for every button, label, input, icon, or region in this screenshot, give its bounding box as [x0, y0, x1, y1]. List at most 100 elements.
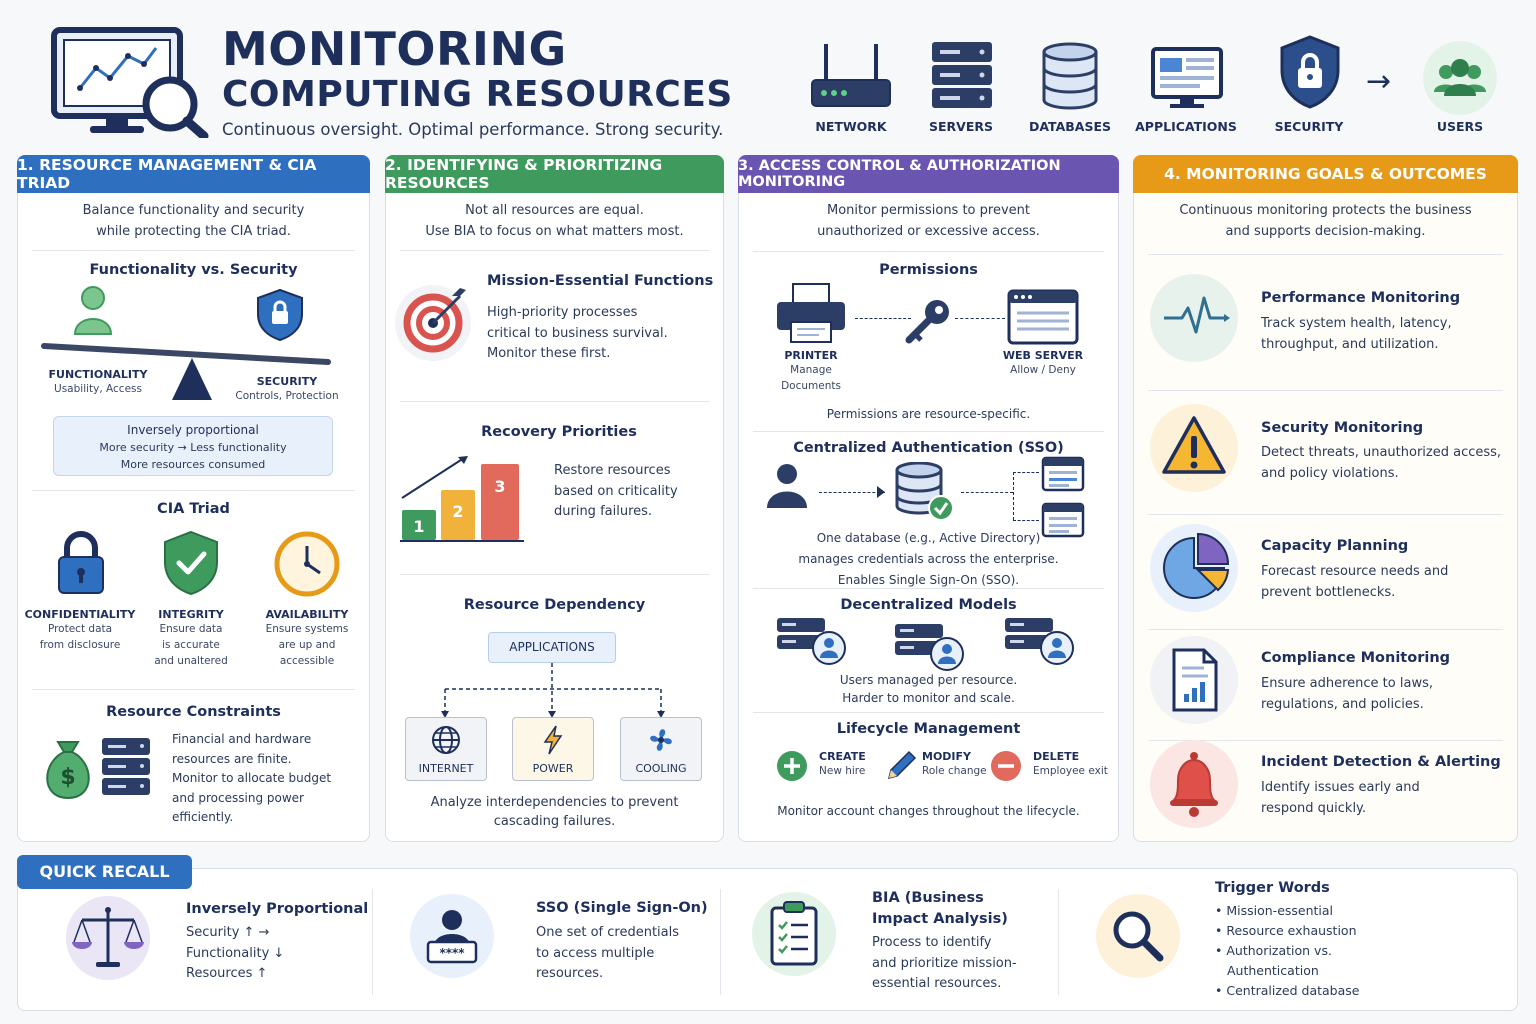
- application-window-icon: [1150, 46, 1224, 110]
- dep-power-box: POWER: [512, 717, 594, 781]
- qr-sso-title: SSO (Single Sign-On): [536, 900, 708, 916]
- goal-capacity-desc: Forecast resource needs and prevent bott…: [1261, 564, 1449, 600]
- inverse-box: Inversely proportional More security → L…: [53, 416, 333, 476]
- bar-3: [481, 464, 519, 540]
- sso-dashes-1: [819, 492, 885, 493]
- goal-security-desc: Detect threats, unauthorized access, and…: [1261, 445, 1502, 481]
- panel2-intro: Not all resources are equal. Use BIA to …: [425, 203, 684, 239]
- perm-title: Permissions: [879, 262, 978, 278]
- page-title-line2: COMPUTING RESOURCES: [222, 74, 733, 115]
- constraints-text: Financial and hardware resources are fin…: [172, 732, 332, 824]
- monitor-magnifier-icon: [50, 26, 210, 138]
- qr-bia-lines: Process to identify and prioritize missi…: [872, 935, 1017, 991]
- cia-title: CIA Triad: [157, 501, 230, 517]
- router-icon: [810, 42, 892, 112]
- dep-cooling-box: COOLING: [620, 717, 702, 781]
- qr-trigger-title: Trigger Words: [1215, 880, 1330, 896]
- database-icon: [1042, 42, 1098, 110]
- goal-incident-title: Incident Detection & Alerting: [1261, 754, 1501, 770]
- panel4-header: 4. MONITORING GOALS & OUTCOMES: [1133, 155, 1518, 193]
- dep-title: Resource Dependency: [463, 597, 646, 613]
- sso-arrowhead: [877, 486, 885, 498]
- goal-incident-desc: Identify issues early and respond quickl…: [1261, 780, 1420, 816]
- panel3-header: 3. ACCESS CONTROL & AUTHORIZATION MONITO…: [738, 155, 1119, 193]
- sso-branch: [1013, 472, 1039, 520]
- quick-recall-tab: QUICK RECALL: [17, 855, 192, 889]
- sso-branch-bottom: [1013, 520, 1039, 521]
- flow-label-network: NETWORK: [815, 119, 887, 134]
- app-window-icon-2: [1041, 502, 1085, 538]
- magnifier-icon: [1096, 894, 1180, 978]
- panel3-intro: Monitor permissions to prevent unauthori…: [817, 203, 1040, 239]
- user-icon: [765, 462, 809, 510]
- perm-dashes-2: [955, 318, 1005, 319]
- seesaw-icon: [40, 284, 356, 402]
- life-create: CREATE New hire: [819, 750, 866, 777]
- central-database-icon: [895, 462, 957, 522]
- printer-icon: [775, 282, 847, 344]
- flow-label-security: SECURITY: [1274, 119, 1344, 134]
- warning-icon: [1150, 404, 1238, 492]
- mef-desc: High-priority processes critical to busi…: [487, 305, 668, 361]
- panel-access-control: 3. ACCESS CONTROL & AUTHORIZATION MONITO…: [738, 155, 1119, 842]
- flow-label-databases: DATABASES: [1028, 119, 1112, 134]
- goal-performance-desc: Track system health, latency, throughput…: [1261, 316, 1452, 352]
- dep-connectors: [441, 663, 667, 719]
- qr-bia-title: BIA (Business Impact Analysis): [872, 890, 1008, 927]
- scales-icon: [66, 896, 150, 980]
- goal-performance-title: Performance Monitoring: [1261, 290, 1461, 306]
- server-user-icon-2: [893, 622, 965, 674]
- cia-availability: AVAILABILITY Ensure systems are up and a…: [265, 608, 349, 667]
- panel1-intro: Balance functionality and security while…: [82, 203, 305, 239]
- flow-label-users: USERS: [1436, 119, 1484, 134]
- clock-icon: [274, 531, 340, 597]
- document-chart-icon: [1150, 636, 1238, 724]
- users-icon: [1422, 40, 1498, 116]
- panel-resource-management: 1. RESOURCE MANAGEMENT & CIA TRIAD Balan…: [17, 155, 370, 842]
- fvs-title: Functionality vs. Security: [89, 262, 298, 278]
- svg-text:****: ****: [439, 946, 465, 960]
- money-bag-icon: $: [38, 728, 98, 800]
- quick-recall-panel: QUICK RECALL Inversely Proportional Secu…: [17, 855, 1518, 1011]
- target-icon: [394, 284, 472, 362]
- panel-identifying-prioritizing: 2. IDENTIFYING & PRIORITIZING RESOURCES …: [385, 155, 724, 842]
- sso-dashes-2: [961, 492, 1013, 493]
- life-title: Lifecycle Management: [836, 721, 1021, 737]
- rp-desc: Restore resources based on criticality d…: [554, 463, 678, 519]
- app-window-icon-1: [1041, 456, 1085, 492]
- pencil-icon: [885, 748, 919, 782]
- web-server-icon: [1007, 289, 1079, 345]
- heartbeat-icon: [1150, 274, 1238, 362]
- svg-text:$: $: [60, 765, 75, 790]
- bar-3-label: 3: [494, 477, 505, 496]
- bar-2-label: 2: [452, 502, 463, 521]
- webserver-block: WEB SERVER Allow / Deny: [1002, 349, 1084, 376]
- constraints-title: Resource Constraints: [106, 704, 281, 720]
- cia-integrity: INTEGRITY Ensure data is accurate and un…: [154, 608, 228, 667]
- perm-dashes-1: [855, 318, 911, 319]
- trigger-item: • Resource exhaustion: [1215, 923, 1357, 938]
- panel2-header: 2. IDENTIFYING & PRIORITIZING RESOURCES: [385, 155, 724, 193]
- panel-monitoring-goals: 4. MONITORING GOALS & OUTCOMES Continuou…: [1133, 155, 1518, 842]
- perm-note: Permissions are resource-specific.: [826, 407, 1031, 421]
- qr-inverse-title: Inversely Proportional: [186, 901, 369, 917]
- goal-capacity-title: Capacity Planning: [1261, 538, 1409, 554]
- checklist-icon: [752, 892, 836, 976]
- bar-1-label: 1: [413, 517, 424, 536]
- security-block: SECURITY Controls, Protection: [235, 375, 339, 402]
- flow-label-applications: APPLICATIONS: [1135, 119, 1237, 134]
- rp-title: Recovery Priorities: [481, 424, 637, 440]
- trigger-item: • Mission-essential: [1215, 903, 1334, 918]
- flow-arrow: →: [1366, 64, 1392, 99]
- life-note: Monitor account changes throughout the l…: [777, 804, 1080, 818]
- goal-compliance-title: Compliance Monitoring: [1261, 650, 1451, 666]
- sso-title: Centralized Authentication (SSO): [793, 440, 1064, 456]
- page-title-line1: MONITORING: [222, 22, 567, 76]
- recovery-bars-chart: 1 2 3: [400, 452, 526, 544]
- minus-circle-icon: [989, 749, 1023, 783]
- qr-trigger-list: • Mission-essential • Resource exhaustio…: [1215, 901, 1359, 1001]
- shield-check-icon: [162, 530, 220, 596]
- server-stack-icon: [100, 736, 152, 798]
- server-icon: [930, 40, 994, 110]
- lightning-icon: [543, 725, 563, 755]
